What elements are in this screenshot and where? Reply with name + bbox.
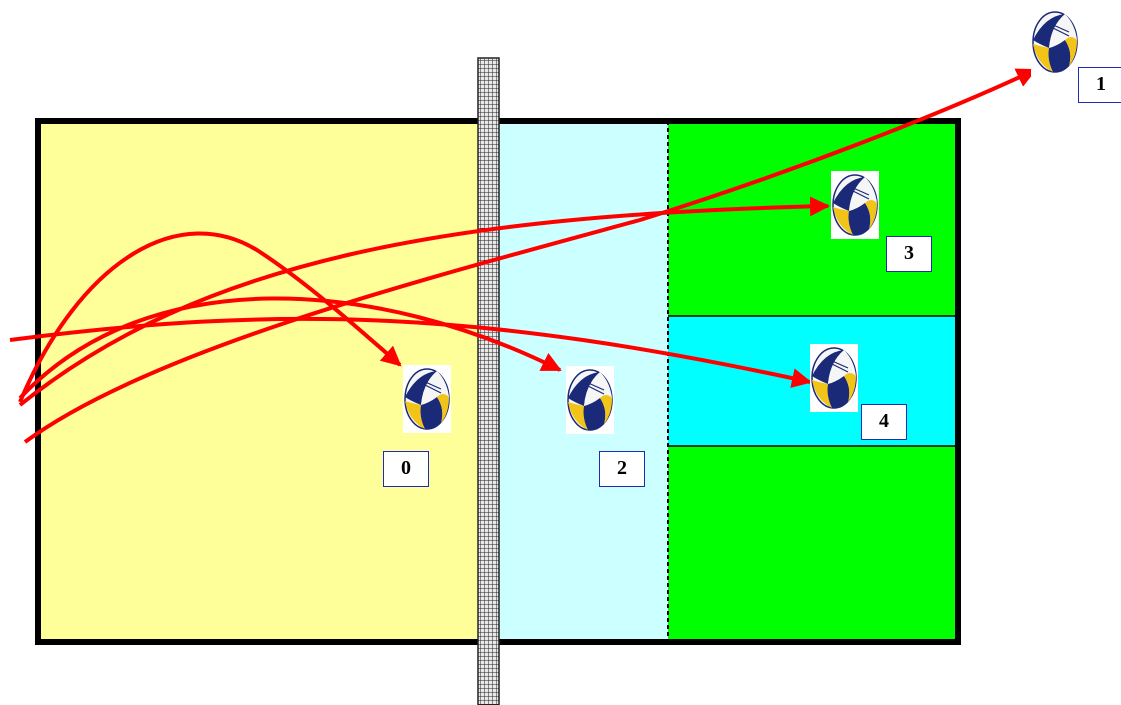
trajectory-to-zone-4 — [9, 316, 812, 388]
landing-label-4: 4 — [861, 404, 907, 440]
far-back-bottom-zone — [668, 446, 958, 642]
landing-label-1: 1 — [1078, 67, 1121, 103]
volleyball-icon — [1030, 7, 1080, 77]
volleyball-icon — [565, 365, 615, 435]
far-back-top-zone — [668, 121, 958, 316]
volleyball-icon — [402, 364, 452, 434]
volleyball-icon — [830, 170, 880, 240]
trajectory-to-zone-3 — [18, 196, 830, 407]
volleyball-icon — [809, 343, 859, 413]
trajectory-to-zone-0 — [18, 231, 402, 403]
landing-label-2: 2 — [599, 451, 645, 487]
landing-label-3: 3 — [886, 236, 932, 272]
trajectory-to-zone-1 — [23, 68, 1037, 444]
trajectory-to-zone-2 — [18, 296, 562, 400]
landing-label-0: 0 — [383, 451, 429, 487]
net — [477, 57, 500, 705]
